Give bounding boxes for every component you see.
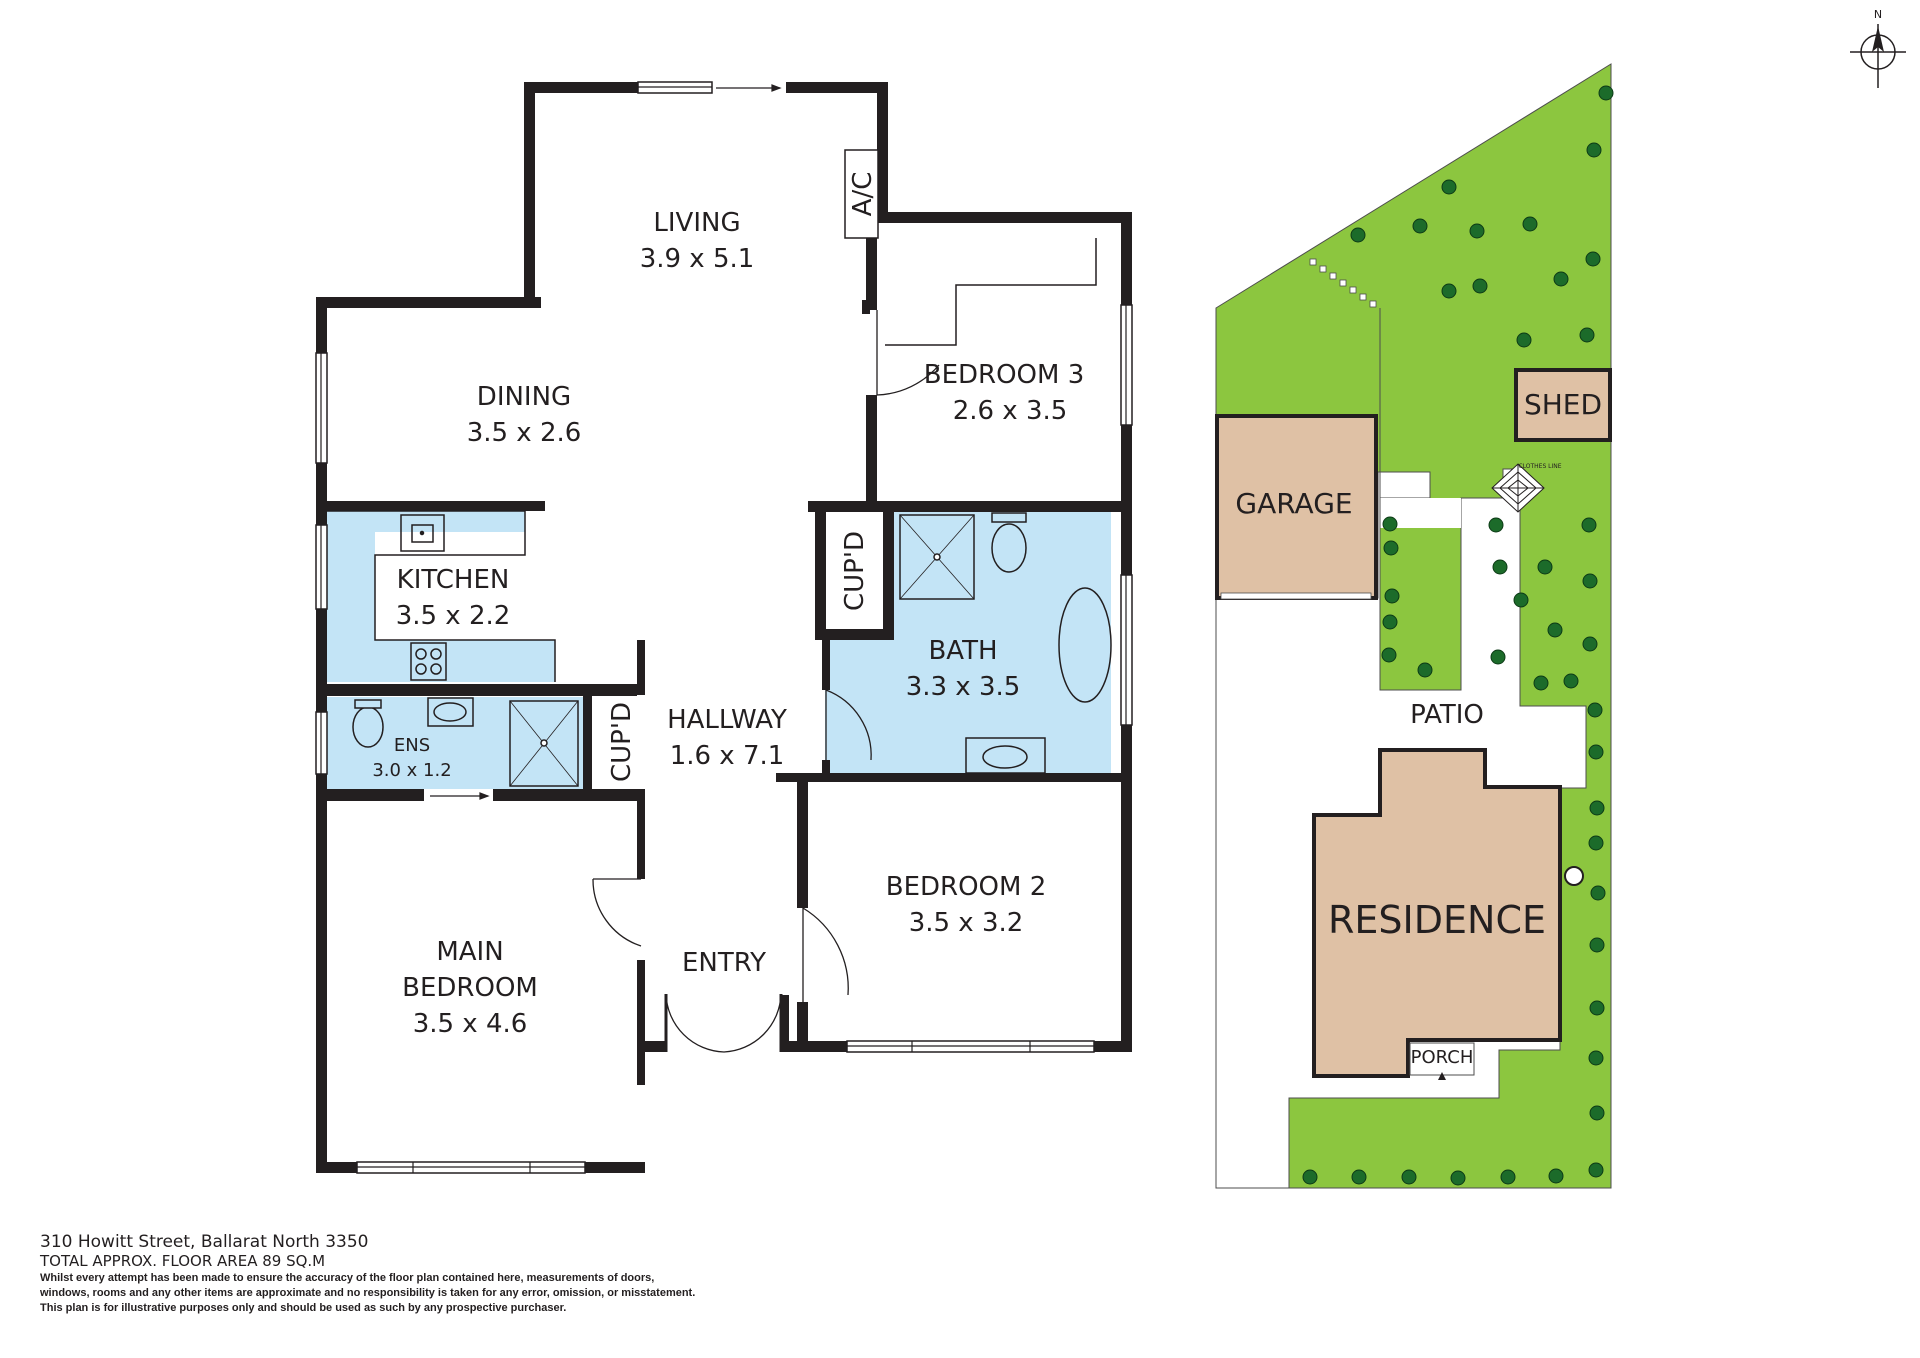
- cupboard-label-ens: CUP'D: [607, 702, 637, 782]
- north-label: N: [1874, 8, 1882, 21]
- kitchen-size: 3.5 x 2.2: [396, 601, 511, 631]
- residence-label: RESIDENCE: [1328, 898, 1546, 942]
- wall: [637, 640, 645, 695]
- wall: [786, 82, 888, 93]
- main-bedroom-name-2: BEDROOM: [402, 973, 538, 1003]
- cooktop-icon: [410, 642, 447, 681]
- wall: [316, 684, 637, 696]
- wall: [316, 789, 424, 801]
- site-plan: GARAGE SHED CLOTHES LINE PATIO RESIDENCE…: [1215, 63, 1614, 1189]
- main-bedroom-name-1: MAIN: [436, 937, 503, 967]
- doors: [592, 310, 940, 1053]
- shed: [1514, 368, 1612, 442]
- porch-arrow-icon: [1438, 1072, 1446, 1080]
- bedroom3-name: BEDROOM 3: [924, 360, 1085, 390]
- toilet-icon: [991, 523, 1027, 573]
- bath-name: BATH: [928, 636, 997, 666]
- wall: [524, 82, 535, 308]
- wall: [883, 501, 894, 640]
- door-bedroom2: [802, 907, 849, 1002]
- wall: [637, 960, 645, 1085]
- bath-size: 3.3 x 3.5: [906, 672, 1021, 702]
- wall: [866, 222, 877, 310]
- wall: [776, 773, 1132, 782]
- wall: [822, 640, 830, 690]
- toilet-icon: [352, 706, 384, 748]
- shrubs: [1302, 85, 1614, 1186]
- wall: [877, 212, 1132, 223]
- hallway-size: 1.6 x 7.1: [670, 741, 785, 771]
- living-size: 3.9 x 5.1: [640, 244, 755, 274]
- door-bath: [825, 689, 872, 761]
- wall: [877, 82, 888, 222]
- hallway-name: HALLWAY: [667, 705, 787, 735]
- wall: [316, 297, 541, 308]
- bath-fixtures: [899, 512, 1112, 774]
- wall: [781, 995, 789, 1052]
- room-labels: LIVING 3.9 x 5.1 DINING 3.5 x 2.6 KITCHE…: [372, 208, 1084, 1039]
- kitchen-bench: [327, 510, 556, 682]
- dining-name: DINING: [477, 382, 571, 412]
- disclaimer-line-3: This plan is for illustrative purposes o…: [40, 1302, 567, 1314]
- kitchen-name: KITCHEN: [397, 565, 510, 595]
- cupboard-label-bath: CUP'D: [840, 531, 870, 611]
- door-bedroom3: [876, 310, 940, 396]
- wall: [493, 789, 645, 801]
- wall: [822, 760, 830, 778]
- ensuite-name: ENS: [394, 735, 430, 756]
- wall: [808, 501, 1132, 512]
- ac-unit: A/C: [844, 149, 879, 239]
- wall: [815, 501, 826, 639]
- entry-name: ENTRY: [682, 948, 766, 978]
- bedroom3-robe: [885, 238, 1097, 346]
- clothes-line-icon: [1491, 463, 1545, 513]
- disclaimer-line-1: Whilst every attempt has been made to en…: [40, 1272, 655, 1284]
- porch: [1409, 1042, 1475, 1076]
- ensuite-size: 3.0 x 1.2: [372, 760, 451, 781]
- bedroom3-size: 2.6 x 3.5: [953, 396, 1068, 426]
- window-lines: [320, 86, 1127, 1173]
- garage: [1215, 414, 1378, 600]
- main-bedroom-size: 3.5 x 4.6: [413, 1009, 528, 1039]
- wall: [524, 82, 638, 93]
- bedroom2-size: 3.5 x 3.2: [909, 908, 1024, 938]
- kitchen-fill: [327, 508, 555, 682]
- footer: 310 Howitt Street, Ballarat North 3350 T…: [40, 1232, 695, 1316]
- clothes-line-label: CLOTHES LINE: [1518, 463, 1561, 470]
- sink-icon: [400, 514, 445, 552]
- wall: [797, 1002, 808, 1052]
- garage-label: GARAGE: [1235, 487, 1352, 520]
- cupboards: CUP'D CUP'D: [607, 531, 870, 782]
- wall: [862, 300, 870, 314]
- address: 310 Howitt Street, Ballarat North 3350: [40, 1232, 369, 1252]
- wall: [637, 801, 645, 879]
- residence: [1312, 748, 1562, 1078]
- wall: [866, 395, 877, 512]
- ac-label: A/C: [848, 172, 878, 217]
- shed-label: SHED: [1524, 388, 1602, 421]
- bath-fill: [825, 512, 1111, 773]
- meter-icon: [1564, 866, 1584, 886]
- bathtub-icon: [1058, 587, 1112, 703]
- door-main-bedroom: [592, 878, 642, 947]
- wall: [316, 501, 545, 511]
- door-entry: [665, 993, 782, 1053]
- dining-size: 3.5 x 2.6: [467, 418, 582, 448]
- wall: [645, 1041, 666, 1052]
- ensuite-fixtures: [352, 697, 579, 787]
- wall: [815, 629, 890, 640]
- floor-area: TOTAL APPROX. FLOOR AREA 89 SQ.M: [40, 1252, 326, 1270]
- living-name: LIVING: [653, 208, 740, 238]
- sliding-arrows: [430, 84, 782, 800]
- north-arrow-icon: N: [1850, 8, 1906, 88]
- dotted-fence: [1309, 258, 1377, 308]
- patio-label: PATIO: [1410, 700, 1484, 730]
- wall: [583, 696, 592, 794]
- wall: [797, 782, 808, 908]
- bedroom2-name: BEDROOM 2: [886, 872, 1047, 902]
- disclaimer-line-2: windows, rooms and any other items are a…: [40, 1287, 696, 1299]
- porch-label: PORCH: [1411, 1047, 1474, 1068]
